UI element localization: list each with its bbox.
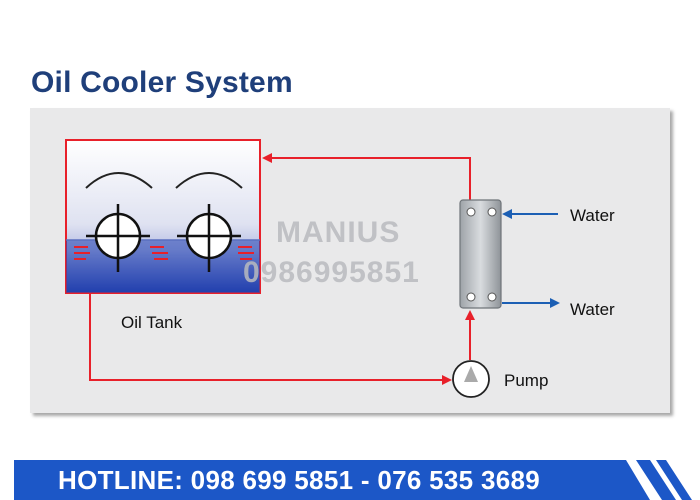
plate-heat-exchanger xyxy=(459,199,502,309)
pump-label: Pump xyxy=(504,371,548,390)
page-title: Oil Cooler System xyxy=(31,66,293,99)
agitator-left-icon xyxy=(85,172,153,272)
oil-tank-label: Oil Tank xyxy=(121,313,183,332)
hotline-banner: HOTLINE: 098 699 5851 - 076 535 3689 xyxy=(14,460,700,500)
oil-return-line xyxy=(262,153,471,206)
hotline-background xyxy=(14,460,692,500)
hotline-text: HOTLINE: 098 699 5851 - 076 535 3689 xyxy=(58,465,540,495)
watermark-phone: 0986995851 xyxy=(243,256,420,289)
agitator-right-icon xyxy=(175,172,243,272)
oil-tank xyxy=(65,139,261,294)
oil-suction-line xyxy=(89,293,452,385)
oil-flow-marks xyxy=(74,246,254,260)
water-outlet-label: Water xyxy=(570,300,615,319)
pump-icon xyxy=(452,360,490,398)
watermark-brand: MANIUS xyxy=(276,216,400,249)
water-inlet-label: Water xyxy=(570,206,615,225)
